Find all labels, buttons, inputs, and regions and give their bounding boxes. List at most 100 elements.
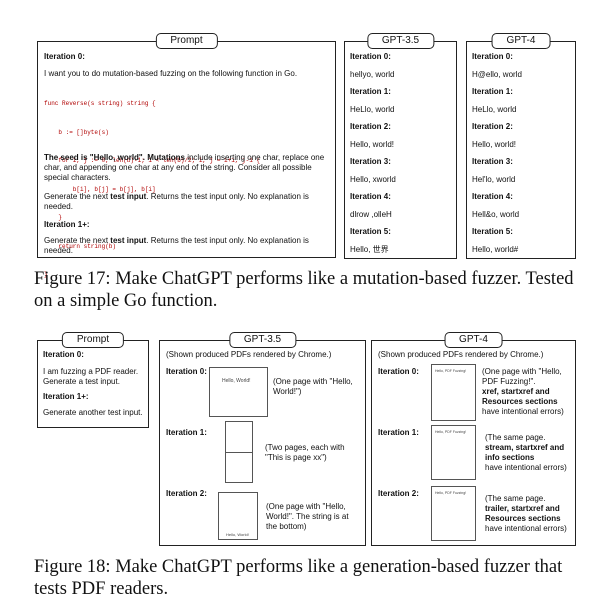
code-line: b := []byte(s) <box>44 128 109 136</box>
fig17-seed-text: The seed is "Hello, world". Mutations in… <box>44 153 326 183</box>
test-input-label: test input <box>110 236 147 245</box>
description-sections: trailer, startxref and Resources section… <box>485 504 561 523</box>
iteration-label: Iteration 0: <box>378 367 419 376</box>
iteration-label: Iteration 1: <box>472 87 513 96</box>
pdf-page-thumbnail: Hello, PDF Fuzzing! <box>431 364 476 421</box>
fig17-code-block: func Reverse(s string) string { b := []b… <box>44 80 260 299</box>
iteration-label: Iteration 2: <box>350 122 391 131</box>
description-line: (One page with "Hello, PDF Fuzzing!". <box>482 367 562 386</box>
fig17-gpt4-box: GPT-4 Iteration 0: H@ello, world Iterati… <box>466 33 576 259</box>
description-line: (The same page. <box>485 433 546 442</box>
iteration-output: Hell&o, world <box>472 210 520 219</box>
pdf-page-text: Hello, PDF Fuzzing! <box>435 430 467 434</box>
seed-label: The seed is "Hello, world". <box>44 153 145 162</box>
fig18-prompt-iter1: Iteration 1+: <box>43 392 89 401</box>
pdf-page-text: Hello, PDF Fuzzing! <box>435 491 467 495</box>
iteration-label: Iteration 2: <box>166 489 207 498</box>
iteration-label: Iteration 2: <box>472 122 513 131</box>
fig17-generate-text-1: Generate the next test input. Returns th… <box>44 192 326 212</box>
iteration-label: Iteration 1: <box>378 428 419 437</box>
code-line: func Reverse(s string) string { <box>44 100 156 107</box>
fig18-gpt4-box: GPT-4 (Shown produced PDFs rendered by C… <box>371 332 576 546</box>
description-line: have intentional errors) <box>485 524 567 533</box>
iteration-output: Hello, 世界 <box>350 245 389 254</box>
iteration-output: H@ello, world <box>472 70 522 79</box>
pdf-description: (One page with "Hello, World!". The stri… <box>266 502 349 531</box>
pdf-page-text: Hello, World! <box>226 532 249 537</box>
iteration-output: Hel'lo, world <box>472 175 516 184</box>
iteration-label: Iteration 2: <box>378 489 419 498</box>
code-line: } <box>44 271 48 278</box>
fig17-gpt4-title: GPT-4 <box>491 33 551 49</box>
iteration-output: Hello, world! <box>350 140 395 149</box>
fig17-prompt-iter1: Iteration 1+: <box>44 220 90 229</box>
pdf-description: (One page with "Hello, World!") <box>273 377 353 396</box>
fig17-prompt-intro: I want you to do mutation-based fuzzing … <box>44 69 298 78</box>
iteration-output: Hello, world# <box>472 245 519 254</box>
pdf-page-thumbnail: Hello, World! <box>218 492 258 540</box>
description-sections: stream, startxref and info sections <box>485 443 565 462</box>
mutations-label: Mutations <box>147 153 185 162</box>
code-line: } <box>44 214 63 221</box>
iteration-label: Iteration 0: <box>472 52 513 61</box>
fig18-prompt-box: Prompt Iteration 0: I am fuzzing a PDF r… <box>37 332 149 428</box>
pdf-page-thumbnail: Hello, World! <box>209 367 268 417</box>
iteration-label: Iteration 1: <box>350 87 391 96</box>
fig18-gpt35-box: GPT-3.5 (Shown produced PDFs rendered by… <box>159 332 366 546</box>
fig17-gpt35-box: GPT-3.5 Iteration 0: hellyo, world Itera… <box>344 33 457 259</box>
pdf-description: (The same page. stream, startxref and in… <box>485 433 573 473</box>
description-line: have intentional errors) <box>482 407 564 416</box>
generate-suffix: . Returns the test input only. No explan… <box>44 192 309 211</box>
fig17-generate-text-2: Generate the next test input. Returns th… <box>44 236 326 256</box>
iteration-output: Hello, world! <box>472 140 517 149</box>
iteration-label: Iteration 3: <box>472 157 513 166</box>
seed-description: include inserting one char, replace one … <box>44 153 325 182</box>
pdf-page-text: Hello, World! <box>222 378 251 384</box>
pdf-two-page-thumbnail <box>225 421 253 483</box>
page-divider <box>226 452 252 453</box>
fig18-gpt35-title: GPT-3.5 <box>228 332 297 348</box>
iteration-output: dlrow ,olleH <box>350 210 392 219</box>
iteration-output: Hello, xworld <box>350 175 396 184</box>
fig18-prompt-text0: I am fuzzing a PDF reader. Generate a te… <box>43 367 139 386</box>
iteration-output: HeLlo, world <box>350 105 395 114</box>
iteration-label: Iteration 4: <box>350 192 391 201</box>
fig17-prompt-iter0: Iteration 0: <box>44 52 85 61</box>
code-line: return string(b) <box>44 242 117 250</box>
generate-prefix: Generate the next <box>44 236 109 245</box>
pdf-page-thumbnail: Hello, PDF Fuzzing! <box>431 425 476 480</box>
iteration-label: Iteration 5: <box>472 227 513 236</box>
fig18-prompt-iter0: Iteration 0: <box>43 350 84 359</box>
fig17-caption: Figure 17: Make ChatGPT performs like a … <box>34 269 574 311</box>
fig18-gpt4-title: GPT-4 <box>444 332 503 348</box>
code-line: for i, j := 0, len(b)-1; i < len(b)/2; i… <box>44 157 261 164</box>
fig18-gpt4-header: (Shown produced PDFs rendered by Chrome.… <box>378 350 544 359</box>
generate-suffix: . Returns the test input only. No explan… <box>44 236 309 255</box>
fig17-prompt-box: Prompt Iteration 0: I want you to do mut… <box>37 33 336 278</box>
fig18-gpt35-header: (Shown produced PDFs rendered by Chrome.… <box>166 350 332 359</box>
description-line: have intentional errors) <box>485 463 567 472</box>
pdf-page-thumbnail: Hello, PDF Fuzzing! <box>431 486 476 541</box>
fig18-caption: Figure 18: Make ChatGPT performs like a … <box>34 557 563 599</box>
iteration-label: Iteration 0: <box>166 367 207 376</box>
iteration-label: Iteration 4: <box>472 192 513 201</box>
fig18-prompt-title: Prompt <box>61 332 125 348</box>
fig17-prompt-title: Prompt <box>155 33 218 49</box>
pdf-description: (Two pages, each with "This is page xx") <box>265 443 345 462</box>
iteration-label: Iteration 3: <box>350 157 391 166</box>
fig17-gpt35-title: GPT-3.5 <box>366 33 435 49</box>
pdf-description: (One page with "Hello, PDF Fuzzing!". xr… <box>482 367 572 417</box>
code-line: b[i], b[j] = b[j], b[i] <box>44 185 156 193</box>
pdf-page-text: Hello, PDF Fuzzing! <box>435 369 467 373</box>
description-sections: xref, startxref and Resources sections <box>482 387 558 406</box>
iteration-label: Iteration 1: <box>166 428 207 437</box>
test-input-label: test input <box>110 192 147 201</box>
fig18-prompt-text1: Generate another test input. <box>43 408 143 417</box>
generate-prefix: Generate the next <box>44 192 109 201</box>
iteration-label: Iteration 0: <box>350 52 391 61</box>
pdf-description: (The same page. trailer, startxref and R… <box>485 494 573 534</box>
description-line: (The same page. <box>485 494 546 503</box>
iteration-output: hellyo, world <box>350 70 395 79</box>
iteration-label: Iteration 5: <box>350 227 391 236</box>
iteration-output: HeLlo, world <box>472 105 517 114</box>
